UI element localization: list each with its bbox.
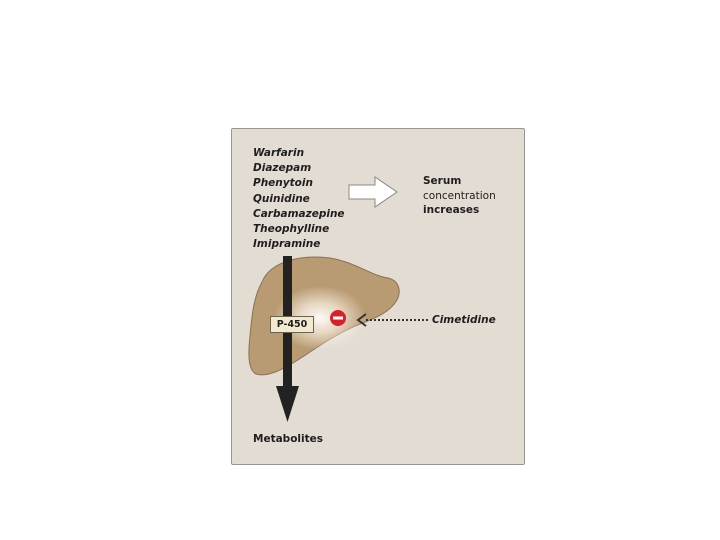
increase-arrow xyxy=(348,176,398,208)
result-line-3: increases xyxy=(423,204,480,216)
metabolism-arrow-head xyxy=(276,386,299,422)
drug-item: Warfarin xyxy=(253,147,305,159)
enzyme-glow xyxy=(274,286,366,350)
result-line-2: concentration xyxy=(423,189,496,202)
drug-item: Phenytoin xyxy=(253,177,313,190)
drug-item: Carbamazepine xyxy=(253,207,345,220)
result-label: Serum concentration increases xyxy=(423,174,496,218)
drug-item: Imipramine xyxy=(253,238,321,251)
inhibition-arrow-head xyxy=(356,313,367,327)
minus-sign-icon xyxy=(333,316,343,320)
drug-item: Quinidine xyxy=(253,192,310,205)
drug-item: Theophylline xyxy=(253,223,330,236)
enzyme-label: P-450 xyxy=(270,316,314,333)
output-label: Metabolites xyxy=(253,433,323,445)
result-line-1: Serum xyxy=(423,175,462,187)
drug-item: Diazepam xyxy=(253,162,312,175)
substrate-drug-list: Warfarin Diazepam Phenytoin Quinidine Ca… xyxy=(253,146,345,252)
inhibitor-label: Cimetidine xyxy=(432,314,496,326)
